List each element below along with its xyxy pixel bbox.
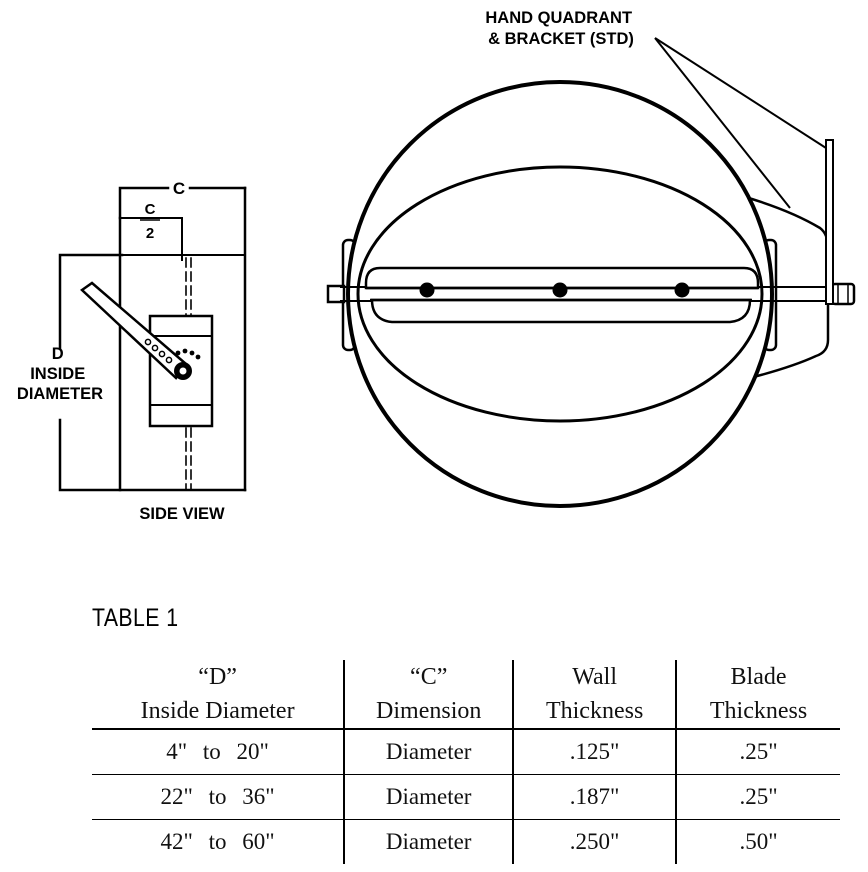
blade-rivet-icon <box>674 282 690 298</box>
cell-wall: .250" <box>512 819 677 864</box>
blade-lower <box>370 298 752 324</box>
front-view <box>326 37 856 508</box>
cell-blade: .50" <box>675 819 840 864</box>
quadrant-handle <box>80 281 188 380</box>
side-view <box>58 186 247 492</box>
cell-range: 42" to 60" <box>160 829 275 854</box>
header-c-dimension: “C”Dimension <box>343 660 514 729</box>
label-c: C <box>173 179 185 198</box>
label-c-half-den: 2 <box>146 225 154 242</box>
leader-line-2 <box>654 37 827 149</box>
c-dimension-line <box>118 186 247 220</box>
label-d-inside-diameter: D INSIDE DIAMETER <box>17 345 103 403</box>
c-half-dimension-line <box>119 217 183 261</box>
table-row: 22" to 36" Diameter .187" .25" <box>92 774 840 820</box>
cell-range: 4" to 20" <box>166 739 269 764</box>
right-shaft-nut <box>830 282 856 306</box>
damper-diagram: C C 2 D INSIDE DIAMETER SIDE VIEW <box>17 9 856 523</box>
left-shaft-end <box>326 284 346 304</box>
cell-dimension: Diameter <box>343 774 514 820</box>
bracket-block <box>148 314 214 428</box>
leader-line-1 <box>654 37 791 209</box>
table-title: TABLE 1 <box>92 604 179 632</box>
label-hand-quadrant: HAND QUADRANT & BRACKET (STD) <box>485 9 636 48</box>
cell-wall: .187" <box>512 774 677 820</box>
vertical-quadrant-handle <box>825 139 834 305</box>
label-c-half-num: C <box>145 201 156 218</box>
damper-blade-ellipse <box>356 165 764 423</box>
cell-wall: .125" <box>512 729 677 775</box>
d-dimension-box <box>58 253 247 492</box>
cell-blade: .25" <box>675 774 840 820</box>
cell-dimension: Diameter <box>343 819 514 864</box>
table-row: 4" to 20" Diameter .125" .25" <box>92 729 840 775</box>
cell-range: 22" to 36" <box>160 784 275 809</box>
cell-dimension: Diameter <box>343 729 514 775</box>
blade-rivet-icon <box>419 282 435 298</box>
header-inside-diameter: “D”Inside Diameter <box>140 664 295 724</box>
blade-rivet-icon <box>552 282 568 298</box>
table-row: 42" to 60" Diameter .250" .50" <box>92 819 840 864</box>
label-side-view: SIDE VIEW <box>139 505 225 523</box>
cell-blade: .25" <box>675 729 840 775</box>
